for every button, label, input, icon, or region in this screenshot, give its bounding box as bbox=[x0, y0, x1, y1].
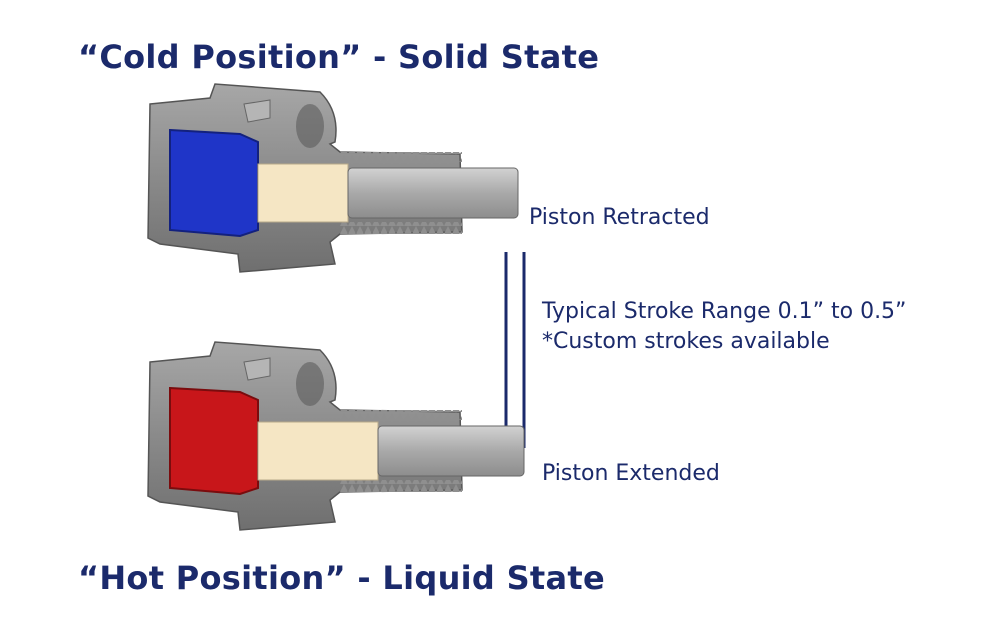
cold-actuator-cutaway bbox=[147, 83, 519, 273]
cold-position-title: “Cold Position” - Solid State bbox=[78, 38, 600, 76]
piston bbox=[347, 167, 519, 219]
thread-top bbox=[340, 410, 462, 422]
spacer-plug bbox=[257, 421, 379, 481]
piston-extended-label: Piston Extended bbox=[542, 461, 720, 486]
custom-strokes-note: *Custom strokes available bbox=[542, 329, 830, 354]
thread-top bbox=[340, 152, 462, 164]
stroke-range-indicator bbox=[504, 252, 526, 448]
wax-chamber bbox=[169, 386, 259, 496]
hot-position-title: “Hot Position” - Liquid State bbox=[78, 559, 606, 597]
hot-actuator-cutaway bbox=[147, 341, 525, 531]
thread-bottom bbox=[340, 480, 462, 492]
piston-retracted-label: Piston Retracted bbox=[529, 205, 710, 230]
thread-bottom bbox=[340, 222, 462, 234]
stroke-range-text: Typical Stroke Range 0.1” to 0.5” bbox=[542, 299, 907, 324]
wax-chamber bbox=[169, 128, 259, 238]
spacer-plug bbox=[257, 163, 349, 223]
piston bbox=[377, 425, 525, 477]
